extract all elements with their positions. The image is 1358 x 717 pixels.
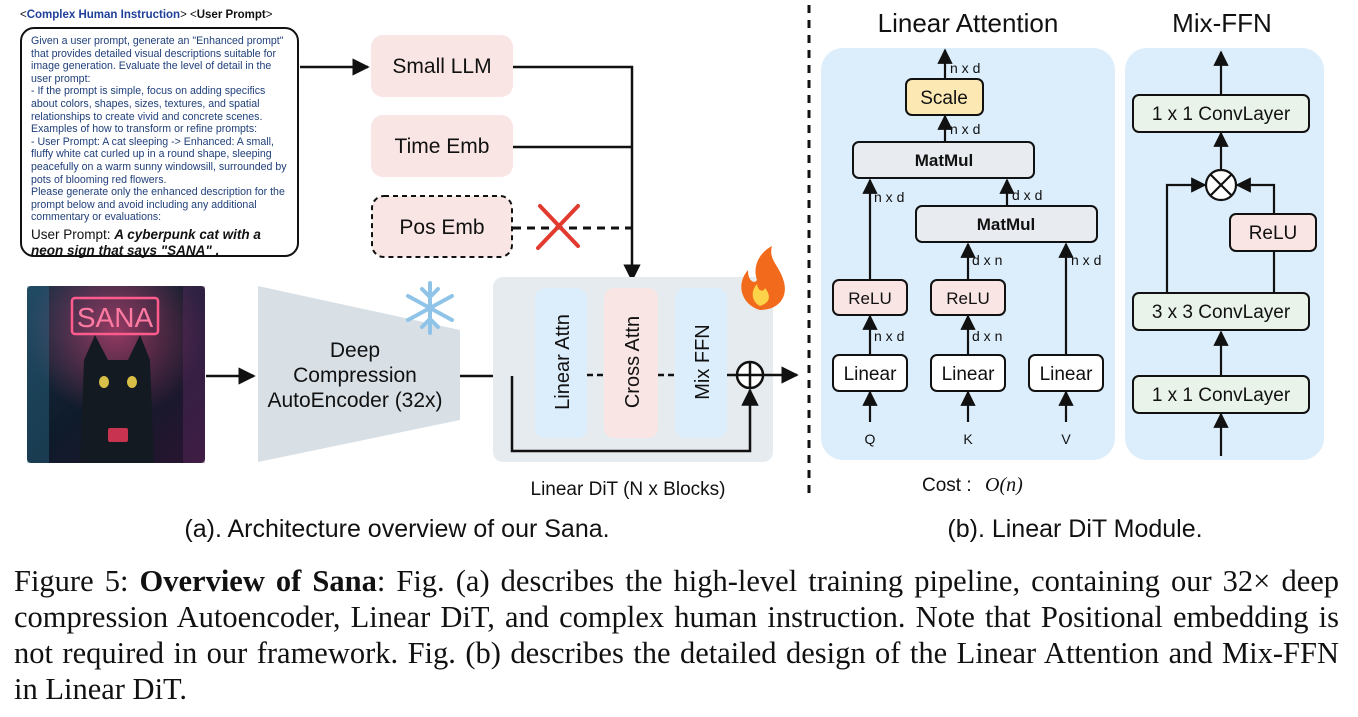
prompt-title: <Complex Human Instruction> <User Prompt… [20, 9, 273, 21]
mix-ffn-panel [1125, 48, 1324, 460]
user-prompt-text: A cyberpunk cat with a neon sign that sa… [31, 226, 261, 259]
linear-attention-title: Linear Attention [878, 8, 1059, 38]
linear-k-box [930, 354, 1006, 392]
scale-box [905, 78, 984, 116]
dim-linear-q-out: n x d [874, 328, 904, 344]
dim-relu-q-out: n x d [874, 189, 904, 205]
dim-linear-k-out: d x n [972, 328, 1002, 344]
scale-label: Scale [920, 88, 968, 109]
frozen-snowflake-icon [406, 281, 454, 335]
conv1x1-bottom-label: 1 x 1 ConvLayer [1152, 385, 1291, 406]
linear-dit-caption: Linear DiT (N x Blocks) [531, 479, 726, 500]
caption-text: : Fig. (a) describes the high-level trai… [14, 564, 1340, 706]
encoder-label-1: Deep [330, 339, 380, 362]
user-prompt-line: User Prompt: A cyberpunk cat with a neon… [31, 226, 261, 259]
input-v: V [1061, 431, 1071, 447]
dit-internal-lines [510, 373, 759, 453]
neon-sign-text: SANA [77, 302, 154, 333]
dim-relu-k-out: d x n [972, 252, 1002, 268]
mix-ffn-block [675, 288, 727, 438]
cross-attn-block [604, 288, 658, 438]
user-prompt-title: User Prompt [196, 9, 266, 21]
multiply-icon [1204, 168, 1238, 202]
linear-attn-label: Linear Attn [552, 314, 574, 410]
mix-ffn-label: Mix FFN [692, 324, 714, 400]
cross-attn-label: Cross Attn [622, 316, 644, 408]
cyberpunk-cat-image: SANA [27, 286, 205, 463]
caption-bold: Overview of Sana [139, 564, 377, 598]
residual-add-icon [735, 360, 765, 390]
matmul-top-label: MatMul [915, 151, 974, 170]
mix-ffn-title: Mix-FFN [1172, 8, 1272, 38]
linear-v-box [1028, 354, 1104, 392]
cost-label: Cost : [922, 475, 972, 496]
relu-ffn-label: ReLU [1249, 223, 1298, 244]
linear-q-box [832, 354, 908, 392]
cost-value: O(n) [985, 474, 1023, 496]
linear-q-label: Linear [844, 364, 897, 385]
caption-label: Figure 5: [14, 564, 129, 598]
relu-q-label: ReLU [848, 289, 891, 308]
matmul-bottom-box [915, 205, 1098, 243]
relu-ffn-box [1229, 213, 1317, 252]
architecture-figure: Small LLM Time Emb Pos Emb SANA Deep Com… [27, 5, 1324, 543]
linear-k-label: Linear [942, 364, 995, 385]
relu-k-label: ReLU [946, 289, 989, 308]
relu-q-box [832, 279, 908, 316]
time-emb-label: Time Emb [395, 135, 490, 158]
not-used-cross-icon [536, 204, 580, 250]
small-llm-box [371, 35, 513, 97]
pos-emb-box [371, 195, 513, 258]
neon-sign-frame [70, 296, 160, 336]
small-llm-label: Small LLM [392, 55, 491, 78]
input-q: Q [865, 431, 876, 447]
linear-v-label: Linear [1040, 364, 1093, 385]
conv3x3-label: 3 x 3 ConvLayer [1152, 302, 1291, 323]
relu-k-box [930, 279, 1006, 316]
complex-instruction-title: Complex Human Instruction [26, 9, 181, 21]
figure-caption: Figure 5: Overview of Sana: Fig. (a) des… [14, 563, 1339, 707]
conv1x1-top-box [1132, 94, 1310, 133]
pos-emb-label: Pos Emb [399, 216, 484, 239]
encoder-label-3: AutoEncoder (32x) [267, 389, 442, 412]
instruction-text: Given a user prompt, generate an "Enhanc… [31, 35, 287, 224]
dim-matmul-out: d x d [1012, 187, 1042, 203]
encoder-label-2: Compression [293, 364, 417, 387]
linear-attn-block [535, 288, 587, 438]
conv3x3-box [1132, 292, 1310, 331]
conv1x1-top-label: 1 x 1 ConvLayer [1152, 104, 1291, 125]
subcaption-a: (a). Architecture overview of our Sana. [184, 515, 609, 543]
time-emb-box [371, 115, 513, 177]
matmul-top-box [852, 141, 1035, 179]
matmul-bottom-label: MatMul [977, 215, 1036, 234]
dim-scale-in: n x d [950, 121, 980, 137]
dim-scale-out: n x d [950, 60, 980, 76]
trainable-fire-icon [741, 246, 785, 310]
conv1x1-bottom-box [1132, 375, 1310, 414]
input-k: K [963, 431, 973, 447]
subcaption-b: (b). Linear DiT Module. [947, 515, 1202, 543]
encoder-shape [258, 286, 460, 462]
dim-linear-v-out: n x d [1071, 252, 1101, 268]
llm-to-cross-attn-arrow [513, 65, 641, 282]
prompt-box: Given a user prompt, generate an "Enhanc… [20, 27, 299, 259]
